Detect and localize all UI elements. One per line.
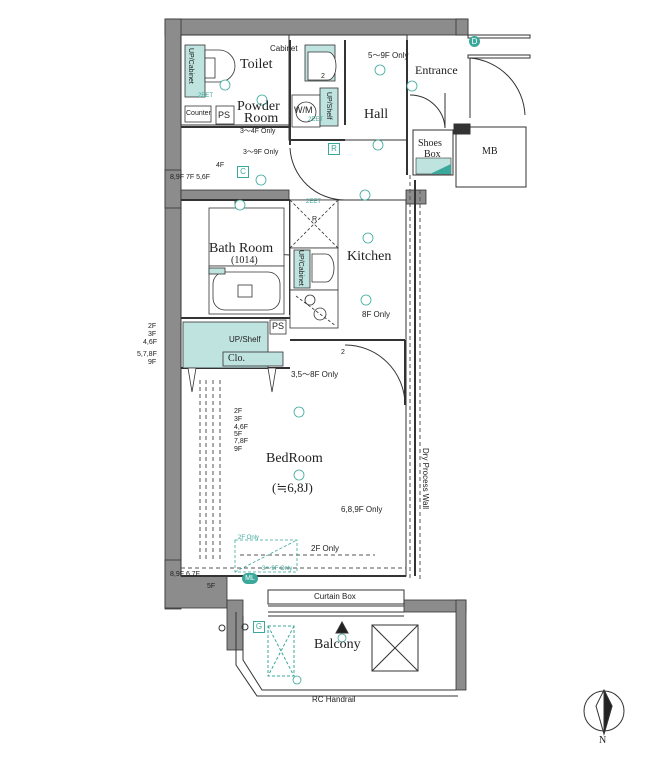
marker-g: G [253,621,265,633]
bath-room-label: Bath Room [209,241,274,256]
north-label: N [599,735,607,746]
floor-9f-clo: 9F [148,359,157,366]
kitchen-label: Kitchen [347,249,392,264]
balcony-outline [218,612,458,697]
bath-size-label: (1014) [231,255,258,266]
kitchen-fixtures [289,199,339,329]
floors-3-9-green-label: 3～9F Only [262,566,293,572]
wm-label: W/M [294,105,313,115]
shoes-box-label-1: Shoes [418,138,442,149]
floor-3f-clo: 3F [148,331,157,338]
f5-label: 5F [207,583,216,590]
counter-label: Counter [186,110,211,117]
window-area [267,589,405,634]
balcony-label: Balcony [314,637,361,652]
curtain-box-label: Curtain Box [314,592,356,601]
floors-3-9-label: 3～9F Only [243,149,279,156]
bedroom-size-label: (≒6,8J) [272,480,313,495]
num-2-bedroom: 2 [341,349,345,356]
ps-top-label: PS [218,110,231,120]
mb-label: MB [482,146,498,157]
up-shelf-label: UP/Shelf [229,335,261,344]
ceiling-lights [219,64,418,685]
num-2-powder: 2 [321,73,325,80]
ps-mid-label: PS [272,321,285,331]
bedroom-label: BedRoom [266,451,323,466]
dry-wall-dashed [181,175,421,580]
f-8-9-7-5-6-label: 8,9F 7F 5,6F [170,174,211,181]
outlet-2eet-powder: 2EET [308,117,324,123]
f4-label: 4F [216,162,225,169]
up-shelf-small-label: UP/Shelf [325,92,332,120]
floor-578f-clo: 5,7,8F [137,351,157,358]
floor-2f-bed: 2F [234,408,243,415]
floor-2f-clo: 2F [148,323,157,330]
up-cabinet-toilet-label: UP/Cabinet [187,48,194,84]
marker-ml: ML [242,573,258,584]
north-compass [583,688,625,736]
floor-46f-bed: 4,6F [234,424,249,431]
marker-c: C [237,166,249,178]
bathroom-fixtures [208,207,285,315]
bedroom-dashed-area [234,539,298,573]
floor-3f-bed: 3F [234,416,243,423]
toilet-label: Toilet [240,57,273,72]
marker-r: R [328,143,340,155]
floors-2-label: 2F Only [311,544,340,553]
cabinet-label: Cabinet [270,44,298,53]
outlet-2eet-toilet: 2EET [198,93,214,99]
entrance-label: Entrance [415,63,458,77]
closet-fixtures [182,319,287,393]
up-cabinet-kitchen-label: UP/Cabinet [297,250,304,286]
powder-room-label-2: Room [244,111,279,126]
closet-label: Clo. [228,353,245,364]
powder-fixtures [291,44,339,128]
floors-3-5-8-label: 3,5～8F Only [291,370,339,379]
floors-5-9-label: 5～9F Only [368,51,409,60]
floor-5f-bed: 5F [234,431,243,438]
floors-3-4-label: 3～4F Only [240,128,276,135]
shoes-box-accent [430,164,451,174]
floor-9f-bed: 9F [234,446,243,453]
rc-handrail-label: RC Handrail [312,695,356,704]
entrance-door [409,57,526,129]
floors-2-dash-label: 2F Only [238,535,260,541]
floors-8-label: 8F Only [362,310,391,319]
floor-78f-bed: 7,8F [234,438,249,445]
f-8-9-6-7-label: 8,9F 6,7F [170,571,200,578]
dry-process-wall-label: Dry Process Wall [421,448,430,510]
powder-room-label-1: Powder [237,99,280,114]
marker-d: D [469,36,480,47]
r-marker-label: R [312,216,318,223]
shoes-box-label-2: Box [424,149,441,160]
toilet-fixtures [184,44,236,125]
hall-label: Hall [364,107,389,122]
floors-6-8-9-label: 6,8,9F Only [341,505,383,514]
floor-46f-clo: 4,6F [143,339,158,346]
outlet-2eet-kitchen: 2EET [306,199,322,205]
